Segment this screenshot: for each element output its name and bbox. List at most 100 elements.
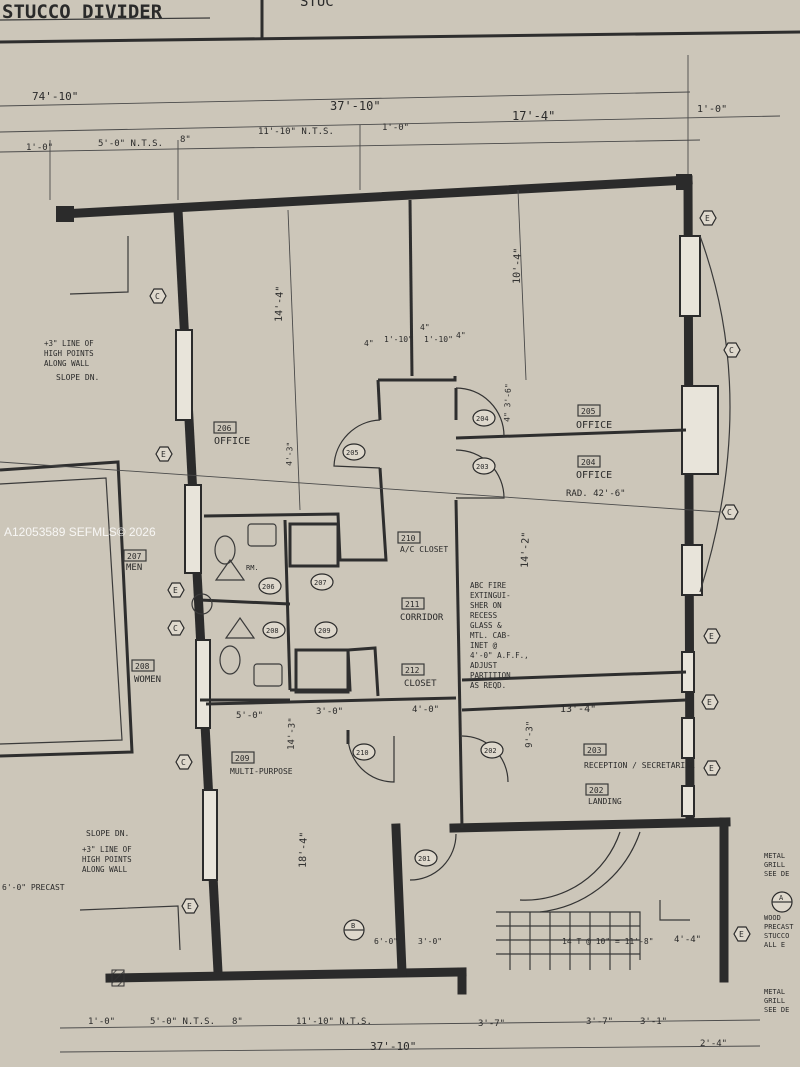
hex-marker: C bbox=[167, 620, 185, 636]
top-dimensions: 74'-10" 37'-10" 17'-4" 1'-0" 1'-0" 5'-0"… bbox=[0, 55, 781, 200]
hex-marker: E bbox=[703, 628, 721, 644]
metal-grill-note-right: METAL GRILL SEE DE bbox=[764, 852, 789, 878]
hex-marker: E bbox=[181, 898, 199, 914]
room-number-205: 205 bbox=[581, 407, 596, 416]
dim-office-height: 14'-4" bbox=[274, 286, 286, 322]
svg-text:E: E bbox=[187, 902, 192, 911]
svg-text:C: C bbox=[155, 292, 160, 301]
svg-text:B: B bbox=[351, 922, 355, 930]
room-number-203: 203 bbox=[587, 746, 602, 755]
hex-marker: E bbox=[699, 210, 717, 226]
door-tag-209: 209 bbox=[318, 627, 331, 635]
door-tag-203: 203 bbox=[476, 463, 489, 471]
dim-14-2: 14'-2" bbox=[520, 532, 532, 568]
dim-bottom-11-10: 11'-10" N.T.S. bbox=[296, 1017, 372, 1027]
hex-marker: E bbox=[155, 446, 173, 462]
dim-top-8: 8" bbox=[180, 135, 191, 145]
svg-text:E: E bbox=[709, 632, 714, 641]
dim-bottom-1-0: 1'-0" bbox=[88, 1017, 115, 1027]
precast-note: 6'-0" PRECAST bbox=[2, 883, 65, 892]
dim-top-1-0-mid: 1'-0" bbox=[382, 123, 409, 133]
dim-top-5-0: 5'-0" N.T.S. bbox=[98, 139, 163, 149]
room-number-209: 209 bbox=[235, 754, 250, 763]
dim-3-0b: 3'-0" bbox=[418, 937, 442, 946]
slope-down-note-top: SLOPE DN. bbox=[56, 373, 99, 382]
room-number-208: 208 bbox=[135, 662, 150, 671]
svg-text:E: E bbox=[709, 764, 714, 773]
title-block-fragment: STUC bbox=[300, 0, 334, 10]
dim-13-4: 13'-4" bbox=[560, 704, 596, 715]
dim-bottom-3-7: 3'-7" bbox=[478, 1019, 505, 1029]
dim-top-11-10: 11'-10" N.T.S. bbox=[258, 127, 334, 137]
bottom-dimensions: 1'-0" 5'-0" N.T.S. 8" 11'-10" N.T.S. 3'-… bbox=[59, 1017, 761, 1053]
room-name-women: WOMEN bbox=[134, 675, 161, 685]
door-tag-205: 205 bbox=[346, 449, 359, 457]
high-points-note-top: +3" LINE OF HIGH POINTS ALONG WALL bbox=[44, 339, 98, 368]
dim-1-10a: 1'-10" bbox=[384, 335, 413, 344]
dim-6-0: 6'-0" bbox=[374, 937, 398, 946]
svg-text:E: E bbox=[705, 214, 710, 223]
room-name-ac-closet: A/C CLOSET bbox=[400, 545, 448, 554]
room-name-office-205: OFFICE bbox=[576, 420, 612, 431]
svg-text:E: E bbox=[173, 586, 178, 595]
corner-column-right bbox=[676, 174, 692, 190]
svg-text:C: C bbox=[729, 346, 734, 355]
door-tags: 205 204 203 206 208 207 209 210 202 201 bbox=[258, 409, 504, 867]
dim-right-room-height: 10'-4" bbox=[512, 248, 524, 284]
title-block: STUCCO DIVIDER STUC bbox=[0, 0, 800, 44]
dim-3-0: 3'-0" bbox=[316, 707, 343, 717]
room-number-202: 202 bbox=[589, 786, 604, 795]
dim-stair: 14 T @ 10" = 11'-8" bbox=[562, 937, 654, 946]
door-tag-202: 202 bbox=[484, 747, 497, 755]
dim-radius: RAD. 42'-6" bbox=[566, 489, 626, 499]
fire-extinguisher-note: ABC FIRE EXTINGUI- SHER ON RECESS GLASS … bbox=[470, 581, 533, 690]
door-tag-204: 204 bbox=[476, 415, 489, 423]
room-name-corridor: CORRIDOR bbox=[400, 613, 444, 623]
svg-text:E: E bbox=[707, 698, 712, 707]
door-tag-207: 207 bbox=[314, 579, 327, 587]
section-marker-a: A bbox=[771, 891, 793, 913]
stucco-divider-label: STUCCO DIVIDER bbox=[2, 1, 163, 23]
wood-note-right: WOOD PRECAST STUCCO ALL E bbox=[764, 914, 798, 949]
dim-4a: 4" bbox=[364, 339, 374, 348]
door-tag-210: 210 bbox=[356, 749, 369, 757]
room-name-office-206: OFFICE bbox=[214, 436, 250, 447]
room-name-landing: LANDING bbox=[588, 797, 622, 806]
dim-4-3-6: 4" 3'-6" bbox=[503, 383, 513, 422]
door-tag-201: 201 bbox=[418, 855, 431, 863]
hex-marker: E bbox=[167, 582, 185, 598]
hex-marker: E bbox=[733, 926, 751, 942]
dim-top-1-0-left: 1'-0" bbox=[26, 143, 53, 153]
annotation-notes: ABC FIRE EXTINGUI- SHER ON RECESS GLASS … bbox=[2, 339, 798, 1014]
dim-5-0: 5'-0" bbox=[236, 711, 263, 721]
dim-bottom-5-0: 5'-0" N.T.S. bbox=[150, 1017, 215, 1027]
room-name-men: MEN bbox=[126, 563, 142, 573]
svg-text:C: C bbox=[181, 758, 186, 767]
svg-text:A: A bbox=[779, 894, 784, 902]
dim-9-3: 9'-3" bbox=[525, 721, 536, 748]
dim-bottom-overall: 37'-10" bbox=[370, 1040, 416, 1053]
dim-4-0: 4'-0" bbox=[412, 705, 439, 715]
dim-bottom-8: 8" bbox=[232, 1017, 243, 1027]
hex-marker: E bbox=[701, 694, 719, 710]
svg-text:E: E bbox=[161, 450, 166, 459]
room-name-office-204: OFFICE bbox=[576, 470, 612, 481]
dim-bottom-3-1: 3'-1" bbox=[640, 1017, 667, 1027]
room-name-reception: RECEPTION / SECRETARIAL bbox=[584, 761, 695, 770]
svg-text:E: E bbox=[739, 930, 744, 939]
svg-text:C: C bbox=[727, 508, 732, 517]
slope-down-note-bottom: SLOPE DN. bbox=[86, 829, 129, 838]
restroom-fixtures: RM. bbox=[191, 523, 283, 687]
corner-column bbox=[56, 206, 74, 222]
hex-marker: C bbox=[721, 504, 739, 520]
metal-grill-note-bottom: METAL GRILL SEE DE bbox=[764, 988, 789, 1014]
interior-partitions bbox=[199, 199, 687, 829]
interior-dimensions: 14'-4" 10'-4" 4" 1'-10" 4" 1'-10" 4" 4" … bbox=[236, 189, 701, 946]
room-name-closet: CLOSET bbox=[404, 679, 437, 689]
dim-4c: 4" bbox=[456, 331, 466, 340]
dim-top-overall: 37'-10" bbox=[330, 99, 381, 113]
adjacent-unit bbox=[0, 236, 721, 987]
door-tag-206: 206 bbox=[262, 583, 275, 591]
room-number-207: 207 bbox=[127, 552, 142, 561]
